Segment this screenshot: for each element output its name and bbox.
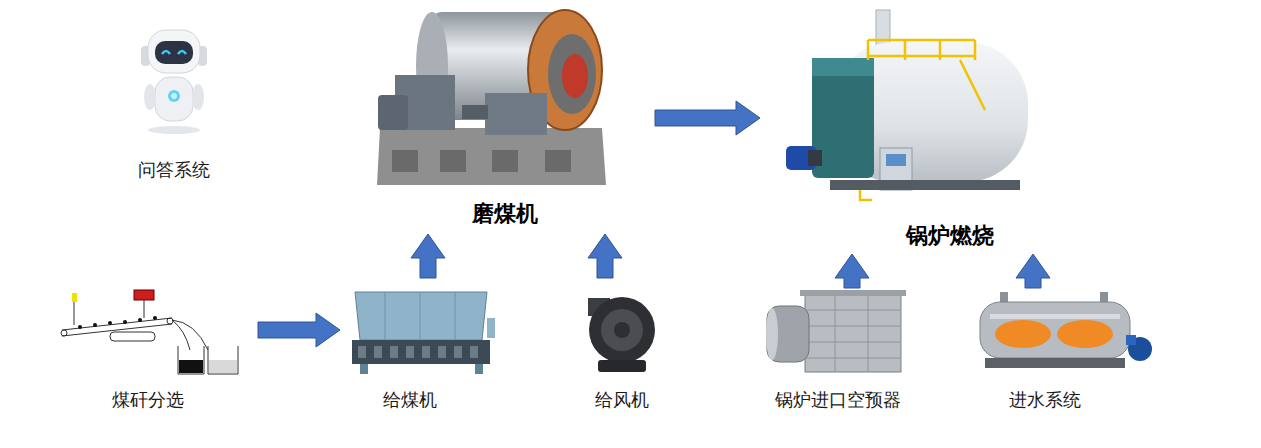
process-node: 给风机 bbox=[575, 282, 670, 415]
block-arrow bbox=[258, 313, 340, 347]
node-label: 煤矸分选 bbox=[112, 388, 184, 412]
robot-icon bbox=[141, 30, 207, 134]
water-system-picture bbox=[980, 292, 1152, 368]
block-arrow bbox=[588, 234, 622, 278]
block-arrow bbox=[655, 101, 760, 135]
node-label: 问答系统 bbox=[138, 158, 210, 182]
sorting-schematic bbox=[61, 290, 238, 374]
boiler-picture bbox=[786, 10, 1028, 200]
blower-picture bbox=[588, 297, 655, 372]
block-arrow bbox=[835, 254, 869, 288]
process-node: 磨煤机 bbox=[375, 0, 610, 230]
node-label: 给风机 bbox=[595, 388, 649, 412]
process-node: 锅炉进口空预器 bbox=[762, 290, 912, 415]
process-node: 问答系统 bbox=[120, 25, 230, 190]
air-preheater-picture bbox=[766, 290, 906, 372]
node-label: 锅炉进口空预器 bbox=[775, 388, 901, 412]
node-label: 锅炉燃烧 bbox=[906, 222, 994, 250]
node-label: 进水系统 bbox=[1009, 388, 1081, 412]
process-node: 给煤机 bbox=[345, 282, 495, 415]
node-label: 给煤机 bbox=[383, 388, 437, 412]
node-label: 磨煤机 bbox=[472, 200, 538, 228]
process-node: 煤矸分选 bbox=[55, 285, 250, 415]
ball-mill-picture bbox=[377, 10, 606, 185]
coal-feeder-picture bbox=[352, 292, 495, 374]
process-node: 锅炉燃烧 bbox=[765, 5, 1045, 252]
process-node: 进水系统 bbox=[975, 290, 1160, 415]
block-arrow bbox=[411, 234, 445, 278]
block-arrow bbox=[1016, 254, 1050, 288]
